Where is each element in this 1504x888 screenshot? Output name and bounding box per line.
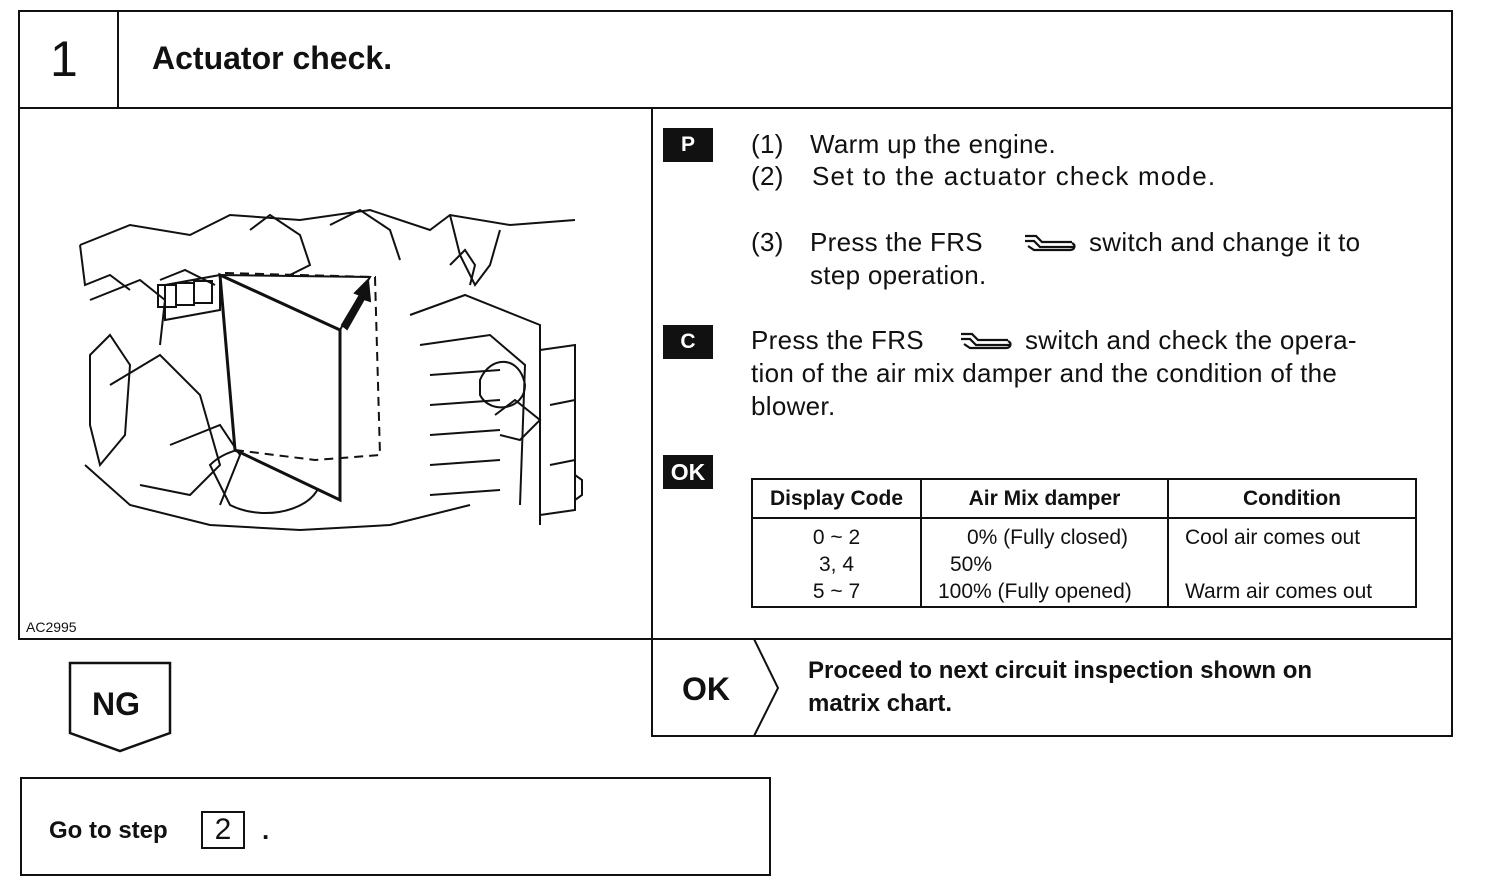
check-text-line3: blower. (751, 391, 836, 421)
check-text-a: Press the FRS (751, 325, 924, 355)
goto-box (20, 777, 771, 876)
goto-step-number: 2 (214, 813, 232, 846)
ok-result-line2: matrix chart. (808, 690, 953, 717)
table-header-display-code: Display Code (769, 487, 904, 510)
goto-period: . (262, 815, 270, 845)
instruction-2-text: Set to the actuator check mode. (812, 161, 1217, 191)
check-text-b: switch and check the opera- (1025, 325, 1357, 355)
table-col-divider-1 (920, 480, 922, 606)
actuator-illustration (79, 208, 583, 532)
table-row-2-code: 3, 4 (818, 553, 855, 576)
table-row-1-damper: 0% (Fully closed) (967, 526, 1129, 549)
table-header-divider (753, 517, 1415, 519)
instruction-1-number: (1) (751, 129, 784, 159)
ok-result-label: OK (682, 671, 730, 707)
instruction-3-text-c: step operation. (810, 260, 987, 290)
table-row-3-code: 5 ~ 7 (812, 580, 861, 603)
instruction-3-text-a: Press the FRS (810, 227, 983, 257)
table-row-3-condition: Warm air comes out (1185, 580, 1373, 603)
table-row-1-condition: Cool air comes out (1185, 526, 1361, 549)
tag-c: C (663, 325, 713, 359)
tag-ok: OK (663, 455, 713, 489)
instruction-3-text-b: switch and change it to (1089, 227, 1361, 257)
table-header-air-mix: Air Mix damper (968, 487, 1121, 510)
table-col-divider-2 (1167, 480, 1169, 606)
step-number-divider (117, 10, 119, 109)
ng-label: NG (92, 686, 140, 722)
instruction-3-number: (3) (751, 227, 784, 257)
step-header (18, 10, 1453, 109)
figure-caption: AC2995 (26, 619, 77, 635)
step-number: 1 (50, 31, 78, 87)
instruction-2-number: (2) (751, 161, 784, 191)
frs-switch-icon (1025, 234, 1076, 252)
goto-text: Go to step (49, 817, 168, 844)
table-row-1-code: 0 ~ 2 (812, 526, 861, 549)
goto-step-box: 2 (201, 811, 245, 849)
ng-marker (68, 661, 172, 753)
frs-switch-icon-2 (961, 332, 1012, 350)
ok-chevron (753, 638, 780, 737)
tag-p: P (663, 128, 713, 162)
content-divider (651, 107, 653, 737)
table-row-3-damper: 100% (Fully opened) (938, 580, 1132, 603)
check-text-line2: tion of the air mix damper and the condi… (751, 358, 1338, 388)
ok-result-line1: Proceed to next circuit inspection shown… (808, 657, 1313, 684)
table-header-condition: Condition (1243, 487, 1341, 510)
step-title: Actuator check. (152, 40, 393, 76)
table-row-2-damper: 50% (950, 553, 993, 576)
result-table: Display Code Air Mix damper Condition 0 … (751, 478, 1417, 608)
instruction-1-text: Warm up the engine. (810, 129, 1057, 159)
ok-result-box (651, 638, 1453, 737)
